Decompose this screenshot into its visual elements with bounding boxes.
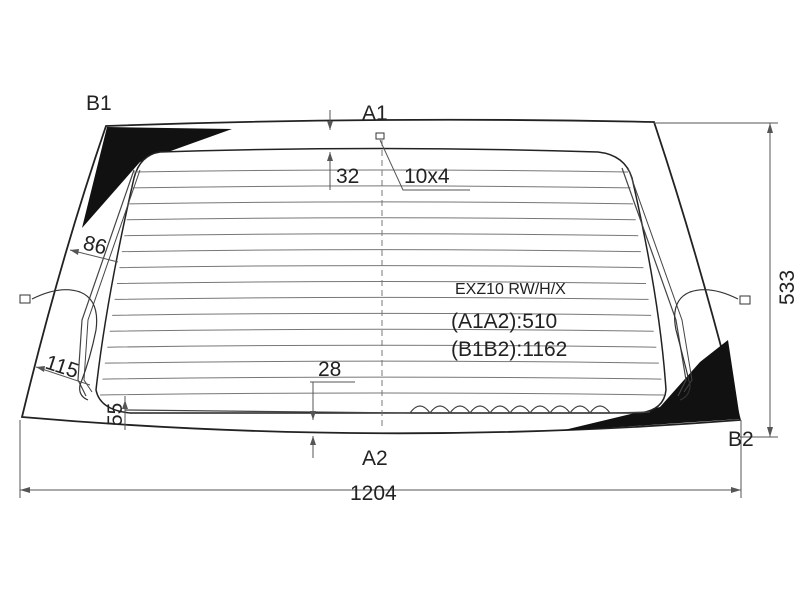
point-a1-label: A1 (362, 102, 388, 125)
width-arrow-left (20, 487, 30, 493)
offset-55-arrow (122, 400, 128, 409)
left-bus-bar-2 (83, 169, 141, 393)
offset-115-arrow (36, 366, 45, 372)
dim-height: 533 (776, 270, 799, 305)
dim-28: 28 (318, 358, 341, 381)
right-connector-icon (739, 295, 751, 305)
heater-line (126, 217, 636, 221)
dim-width: 1204 (350, 482, 397, 505)
heater-line (114, 296, 649, 300)
point-b1-label: B1 (86, 92, 112, 115)
height-arrow-top (767, 123, 773, 133)
width-arrow-right (731, 487, 741, 493)
dim-top-gap: 32 (336, 165, 359, 188)
product-b1b2: (B1B2):1162 (451, 338, 567, 361)
heater-line (109, 328, 654, 332)
heater-area-outline (95, 147, 667, 414)
offset-115-line (35, 366, 91, 386)
left-connector-wire (31, 289, 98, 401)
top-terminal-icon (375, 132, 385, 140)
dim-55: 55 (104, 403, 127, 426)
a2-arrow (310, 436, 316, 445)
height-arrow-bottom (767, 427, 773, 437)
point-b2-label: B2 (728, 428, 754, 451)
heater-line (133, 169, 629, 173)
product-a1a2: (A1A2):510 (451, 310, 557, 333)
blackout-bottom-right (560, 340, 740, 431)
glass-outline (20, 118, 742, 435)
dim-115: 115 (42, 351, 81, 383)
dim-86: 86 (81, 232, 109, 260)
blackout-top-left (82, 127, 232, 228)
a1-arrow (327, 121, 333, 130)
gap-32-arrow (327, 152, 333, 161)
right-connector-wire (674, 289, 739, 401)
point-a2-label: A2 (362, 447, 388, 470)
connector-size-leader (379, 139, 470, 191)
offset-86-arrow (70, 249, 79, 255)
heater-line (121, 249, 641, 253)
dim-connector-size: 10x4 (404, 165, 450, 188)
heater-line (102, 376, 662, 380)
gap-28-arrow (310, 411, 316, 420)
right-bus-bar-2 (627, 167, 693, 393)
left-connector-icon (19, 294, 31, 304)
bottom-bus-bar (124, 405, 651, 415)
product-code: EXZ10 RW/H/X (455, 281, 566, 298)
left-bus-bar (77, 169, 135, 397)
